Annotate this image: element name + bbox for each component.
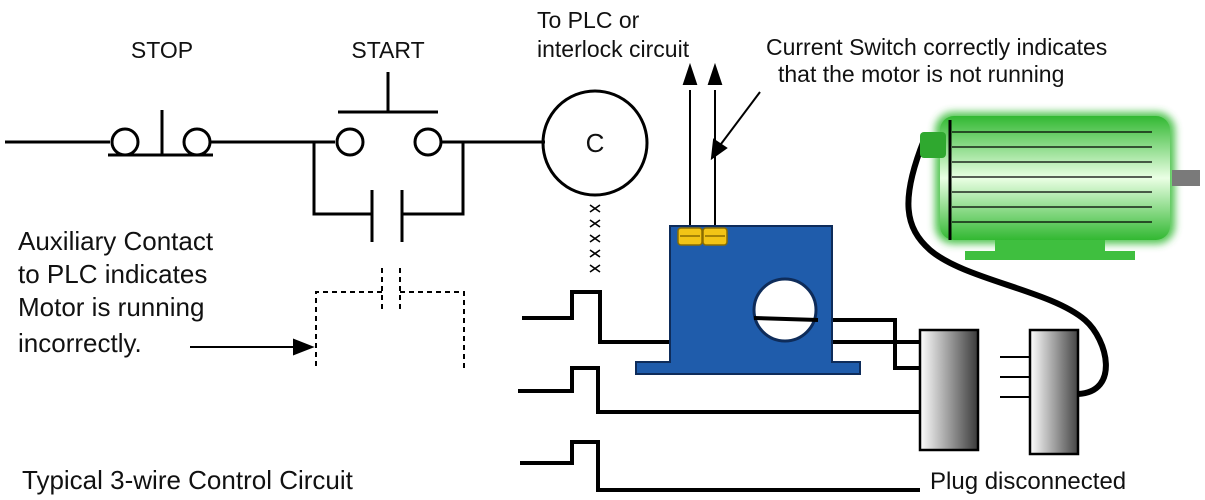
- motor-end-cap: [920, 132, 946, 158]
- to-plc-label-line1: To PLC or: [537, 7, 640, 33]
- power-wires: [518, 290, 920, 492]
- plug-disconnected-label: Plug disconnected: [930, 468, 1126, 495]
- aux-note-line4: incorrectly.: [18, 328, 142, 358]
- phase-wire-3: [520, 440, 920, 492]
- current-switch-window: [752, 277, 818, 343]
- plug-socket: [918, 328, 980, 452]
- aux-note-arrow: [190, 338, 315, 356]
- motor-base: [995, 240, 1105, 252]
- stop-contact-left: [110, 127, 140, 157]
- phase-wire-2: [518, 366, 920, 414]
- mechanical-link: [589, 204, 601, 273]
- contactor-coil: [541, 89, 649, 197]
- control-rung: [5, 72, 649, 242]
- aux-note-line2: to PLC indicates: [18, 259, 207, 289]
- plug-pins: [1000, 356, 1030, 398]
- to-plc-label-line2: interlock circuit: [537, 36, 690, 62]
- typical-circuit-caption: Typical 3-wire Control Circuit: [22, 465, 354, 495]
- motor: [920, 112, 1200, 260]
- motor-foot: [965, 251, 1135, 260]
- signal-wires: [682, 62, 723, 228]
- current-switch-pointer: [710, 91, 761, 161]
- motor-cable: [905, 138, 1109, 397]
- stop-label: STOP: [131, 37, 193, 63]
- contactor-label: C: [586, 128, 605, 158]
- aux-note-line3: Motor is running: [18, 292, 204, 322]
- auxiliary-contact: [315, 268, 465, 368]
- start-contact-right: [413, 127, 443, 157]
- motor-shaft: [1172, 170, 1200, 186]
- phase-wire-1: [522, 290, 920, 344]
- stop-contact-right: [182, 127, 212, 157]
- start-contact-left: [335, 127, 365, 157]
- current-switch-body: [635, 225, 861, 375]
- aux-note-line1: Auxiliary Contact: [18, 226, 214, 256]
- current-switch: [635, 225, 861, 375]
- start-label: START: [351, 37, 424, 63]
- current-switch-note-line1: Current Switch correctly indicates: [766, 34, 1107, 60]
- plug-connector: [1028, 328, 1080, 456]
- current-switch-note-line2: that the motor is not running: [778, 61, 1064, 87]
